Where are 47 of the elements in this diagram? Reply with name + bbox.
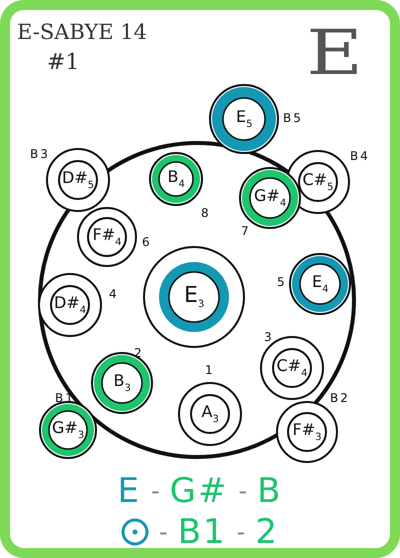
title: E-SABYE 14 <box>17 20 148 44</box>
note-number: B3 <box>30 148 50 160</box>
note-name: G#$_{4}$ <box>254 188 286 208</box>
ringed-note-circle <box>208 83 280 155</box>
note-number: 4 <box>109 288 119 300</box>
note-name: C#$_{4}$ <box>276 358 308 378</box>
separator: - <box>236 520 246 544</box>
separator: - <box>150 479 160 503</box>
note-number: B2 <box>330 392 350 404</box>
ringed-note-circle <box>38 400 98 460</box>
scale-note: B1 <box>178 515 227 549</box>
note-circle <box>76 206 138 268</box>
note-circle <box>177 381 243 447</box>
note-number: 5 <box>277 276 287 288</box>
scale-note: E <box>118 474 141 508</box>
note-number: B4 <box>350 150 370 162</box>
ringed-note-circle <box>288 252 352 316</box>
note-name: D#$_{4}$ <box>54 294 86 316</box>
separator: - <box>159 520 168 544</box>
note-name: F#$_{4}$ <box>92 226 122 248</box>
note-number: 3 <box>264 331 274 343</box>
note-name: C#$_{5}$ <box>302 172 334 192</box>
note-circle <box>275 400 339 464</box>
key-letter: E <box>306 22 363 84</box>
note-name: A$_{3}$ <box>202 404 219 424</box>
scale-note: G# <box>170 474 228 508</box>
ringed-note-circle <box>142 245 246 349</box>
note-name: B$_{4}$ <box>168 168 185 190</box>
note-name: B$_{3}$ <box>114 372 131 394</box>
subtitle: #1 <box>47 50 80 75</box>
scale-note: 2 <box>255 515 279 549</box>
note-circle <box>45 147 111 213</box>
note-circle <box>37 272 103 338</box>
note-name: F#$_{3}$ <box>292 422 322 442</box>
note-name: G#$_{3}$ <box>52 420 84 440</box>
note-number: 6 <box>142 236 152 248</box>
scale-note: B <box>257 474 282 508</box>
note-name: E$_{4}$ <box>312 274 328 294</box>
note-name: D#$_{5}$ <box>62 170 94 190</box>
note-number: 7 <box>241 225 251 237</box>
note-number: 8 <box>201 207 211 219</box>
note-name: E$_{5}$ <box>236 108 252 130</box>
separator: - <box>238 479 248 503</box>
note-number: 1 <box>205 364 215 376</box>
ringed-note-circle <box>148 151 204 207</box>
note-number: B5 <box>283 112 303 124</box>
note-name: E$_{3}$ <box>184 284 204 310</box>
